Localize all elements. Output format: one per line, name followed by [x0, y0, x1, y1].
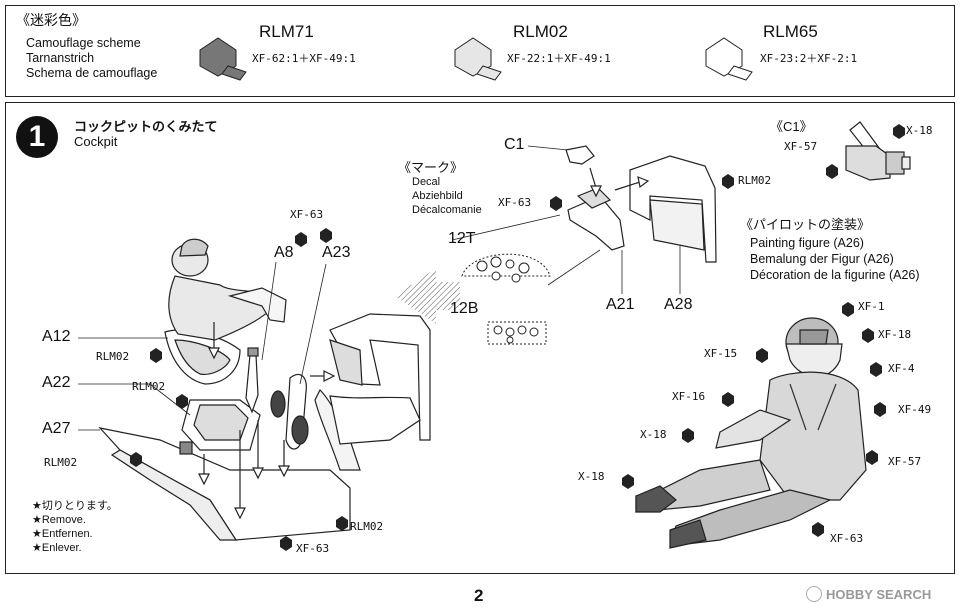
decal-12t: [461, 253, 551, 283]
instrument-panel-a21-part: [567, 187, 625, 251]
watermark-text: HOBBY SEARCH: [826, 587, 932, 602]
pilot-line-fr: Décoration de la figurine (A26): [750, 268, 920, 282]
paint-rlm02-a27: RLM02: [44, 456, 78, 469]
remove-note-fr: ★Enlever.: [32, 542, 82, 554]
seated-pilot-figure: [168, 238, 287, 341]
remove-note-de: ★Entfernen.: [32, 528, 93, 540]
seat-a12-part: [164, 329, 241, 385]
painting-pilot-figure: [635, 317, 867, 549]
decal-line-de: Abziehbild: [412, 190, 463, 202]
color-mix-rlm65: XF-23:2＋XF-2:1: [760, 52, 858, 65]
page-number: 2: [474, 586, 484, 605]
part-label-c1: C1: [504, 136, 525, 153]
swatch-rlm02-icon: [454, 37, 502, 81]
paint-rlm02-a12: RLM02: [96, 350, 130, 363]
watermark: HOBBY SEARCH: [806, 586, 931, 602]
c1-callout-xf57: XF-57: [784, 140, 818, 153]
pilot-callout-xf16: XF-16: [672, 390, 706, 403]
color-mix-rlm71: XF-62:1＋XF-49:1: [252, 52, 356, 65]
decal-title: 《マーク》: [398, 160, 464, 175]
decal-line-en: Decal: [412, 176, 441, 188]
pilot-callout-xf1: XF-1: [858, 300, 885, 313]
pilot-title: 《パイロットの塗装》: [740, 217, 871, 232]
remove-note-jp: ★切りとります。: [32, 500, 118, 512]
cockpit-floor-part: [98, 427, 351, 541]
c1-part: [565, 145, 602, 198]
pilot-callout-xf15: XF-15: [704, 347, 738, 360]
decal-arrow-icon: [395, 268, 460, 324]
color-mix-rlm02: XF-22:1＋XF-49:1: [507, 52, 611, 65]
color-name-rlm02: RLM02: [513, 22, 568, 41]
swatch-rlm65-icon: [705, 37, 753, 81]
pilot-line-de: Bemalung der Figur (A26): [750, 252, 894, 266]
pilot-callout-xf4: XF-4: [888, 362, 915, 375]
paint-xf63-bottom: XF-63: [296, 542, 330, 555]
part-label-a12: A12: [42, 328, 71, 345]
paint-callout-tags: [130, 124, 905, 551]
remove-note-en: ★Remove.: [32, 514, 86, 526]
seat-a22-part: [181, 399, 261, 451]
part-label-a27: A27: [42, 420, 71, 437]
paint-rlm02-a28: RLM02: [738, 174, 772, 187]
pilot-callout-x18-b: X-18: [578, 470, 605, 483]
decal-line-fr: Décalcomanie: [412, 204, 482, 216]
paint-xf63-a21: XF-63: [498, 196, 532, 209]
pilot-callout-xf49: XF-49: [898, 403, 932, 416]
swatch-rlm71-icon: [199, 37, 247, 81]
decal-label-12t: 12T: [448, 230, 476, 247]
bulkhead-frame-part: [314, 313, 431, 471]
rear-panel-a28-part: [614, 155, 717, 263]
part-leader-lines: [78, 145, 681, 431]
decal-label-12b: 12B: [450, 300, 479, 317]
pilot-line-en: Painting figure (A26): [750, 236, 864, 250]
camouflage-title: 《迷彩色》: [16, 12, 86, 28]
camouflage-subtitle-de: Tarnanstrich: [26, 51, 95, 65]
part-label-a22: A22: [42, 374, 71, 391]
color-name-rlm65: RLM65: [763, 22, 818, 41]
step-number: 1: [28, 120, 46, 153]
c1-detail-title: 《C1》: [770, 119, 813, 134]
step-title-en: Cockpit: [74, 134, 118, 149]
c1-callout-x18: X-18: [906, 124, 933, 137]
decal-12b: [487, 321, 547, 345]
paint-xf63-top: XF-63: [290, 208, 324, 221]
step-title-jp: コックピットのくみたて: [74, 119, 218, 134]
control-stick-a8-part: [245, 347, 259, 414]
watermark-logo-icon: [806, 586, 822, 602]
part-label-a21: A21: [606, 296, 635, 313]
color-name-rlm71: RLM71: [259, 22, 314, 41]
paint-rlm02-a22: RLM02: [132, 380, 166, 393]
camouflage-subtitle-fr: Schema de camouflage: [26, 66, 158, 80]
camouflage-subtitle-en: Camouflage scheme: [26, 36, 141, 50]
paint-rlm02-bottom: RLM02: [350, 520, 384, 533]
step-number-badge: 1: [16, 116, 58, 158]
pilot-callout-xf57: XF-57: [888, 455, 922, 468]
pilot-callout-x18-a: X-18: [640, 428, 667, 441]
part-label-a23: A23: [322, 244, 351, 261]
pilot-callout-xf63: XF-63: [830, 532, 864, 545]
assembly-arrows: [198, 322, 336, 520]
part-label-a8: A8: [274, 244, 294, 261]
pilot-callout-xf18: XF-18: [878, 328, 912, 341]
c1-detail-part: [845, 121, 911, 181]
panel-a23-part: [270, 373, 309, 450]
part-label-a28: A28: [664, 296, 693, 313]
